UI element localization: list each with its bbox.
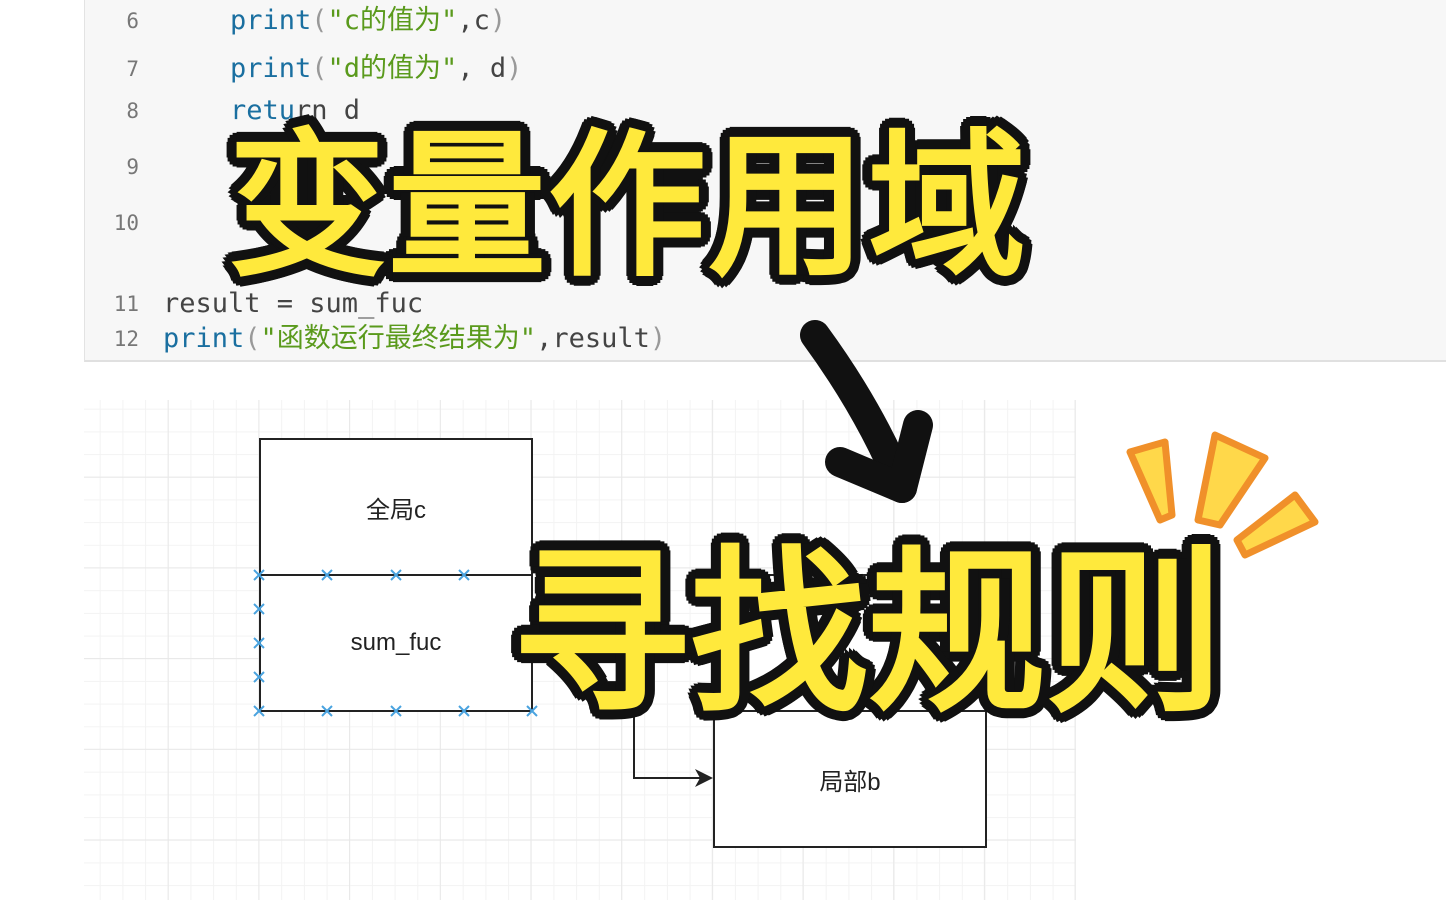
line-number: 9: [126, 155, 139, 179]
resize-handle[interactable]: [526, 705, 538, 717]
code-token: (: [311, 5, 328, 36]
code-line[interactable]: 6 print("c的值为",c): [85, 4, 1446, 38]
code-token: result = sum_fuc: [163, 288, 424, 319]
resize-handle[interactable]: [253, 637, 265, 649]
connector-arrowhead: [695, 769, 713, 787]
code-token: ): [506, 53, 523, 84]
code-token: "函数运行最终结果为": [260, 323, 537, 354]
code-line[interactable]: 9: [85, 150, 1446, 184]
code-line[interactable]: 12 print("函数运行最终结果为",result): [85, 322, 1446, 356]
code-text: print("c的值为",c): [230, 4, 506, 38]
code-token: ): [489, 5, 507, 36]
main-title: 变量作用域: [228, 115, 1028, 299]
resize-handle[interactable]: [253, 569, 265, 581]
resize-handle[interactable]: [253, 671, 265, 683]
function-box-label: sum_fuc: [350, 629, 442, 656]
subtitle: 寻找规则: [512, 530, 1224, 737]
code-text: print("函数运行最终结果为",result): [163, 322, 666, 356]
code-line[interactable]: 10: [85, 206, 1446, 240]
line-number: 7: [126, 57, 139, 81]
line-number: 8: [126, 99, 139, 123]
code-token: (: [311, 53, 328, 84]
code-text: print("d的值为", d): [230, 52, 522, 86]
local-box-label: 局部b: [819, 768, 881, 796]
global-box-label: 全局c: [366, 496, 426, 524]
code-token: , d: [457, 53, 507, 84]
resize-handle[interactable]: [390, 569, 402, 581]
code-token: print: [230, 5, 312, 36]
selection-handles[interactable]: [253, 569, 538, 717]
resize-handle[interactable]: [253, 705, 265, 717]
function-scope-box[interactable]: sum_fuc: [259, 574, 533, 712]
line-number: 12: [113, 327, 139, 351]
code-token: print: [230, 53, 312, 84]
code-token: rn d: [295, 95, 361, 126]
burst-icon: [1126, 431, 1319, 559]
arrow-down-icon: [800, 320, 933, 503]
resize-handle[interactable]: [253, 603, 265, 615]
resize-handle[interactable]: [458, 705, 470, 717]
local-scope-box[interactable]: 局部b: [713, 710, 987, 848]
code-token: ,c: [457, 5, 490, 36]
code-token: "d的值为": [327, 53, 458, 84]
resize-handle[interactable]: [321, 569, 333, 581]
code-line[interactable]: 8 return d: [85, 94, 1446, 128]
code-line[interactable]: 11 result = sum_fuc: [85, 287, 1446, 321]
line-number: 11: [113, 292, 139, 316]
code-token: (: [244, 323, 261, 354]
code-text: return d: [230, 94, 360, 128]
resize-handle[interactable]: [390, 705, 402, 717]
line-number: 10: [113, 211, 139, 235]
resize-handle[interactable]: [458, 569, 470, 581]
code-token: ,result: [536, 323, 650, 354]
code-token: print: [163, 323, 245, 354]
code-line[interactable]: 7 print("d的值为", d): [85, 52, 1446, 86]
code-token: retu: [230, 95, 296, 126]
line-number: 6: [126, 9, 139, 33]
connector-arrow[interactable]: [533, 642, 700, 779]
code-text: result = sum_fuc: [163, 287, 423, 321]
code-token: ): [649, 323, 667, 354]
global-scope-box[interactable]: 全局c: [259, 438, 533, 576]
code-token: "c的值为": [327, 5, 458, 36]
resize-handle[interactable]: [321, 705, 333, 717]
